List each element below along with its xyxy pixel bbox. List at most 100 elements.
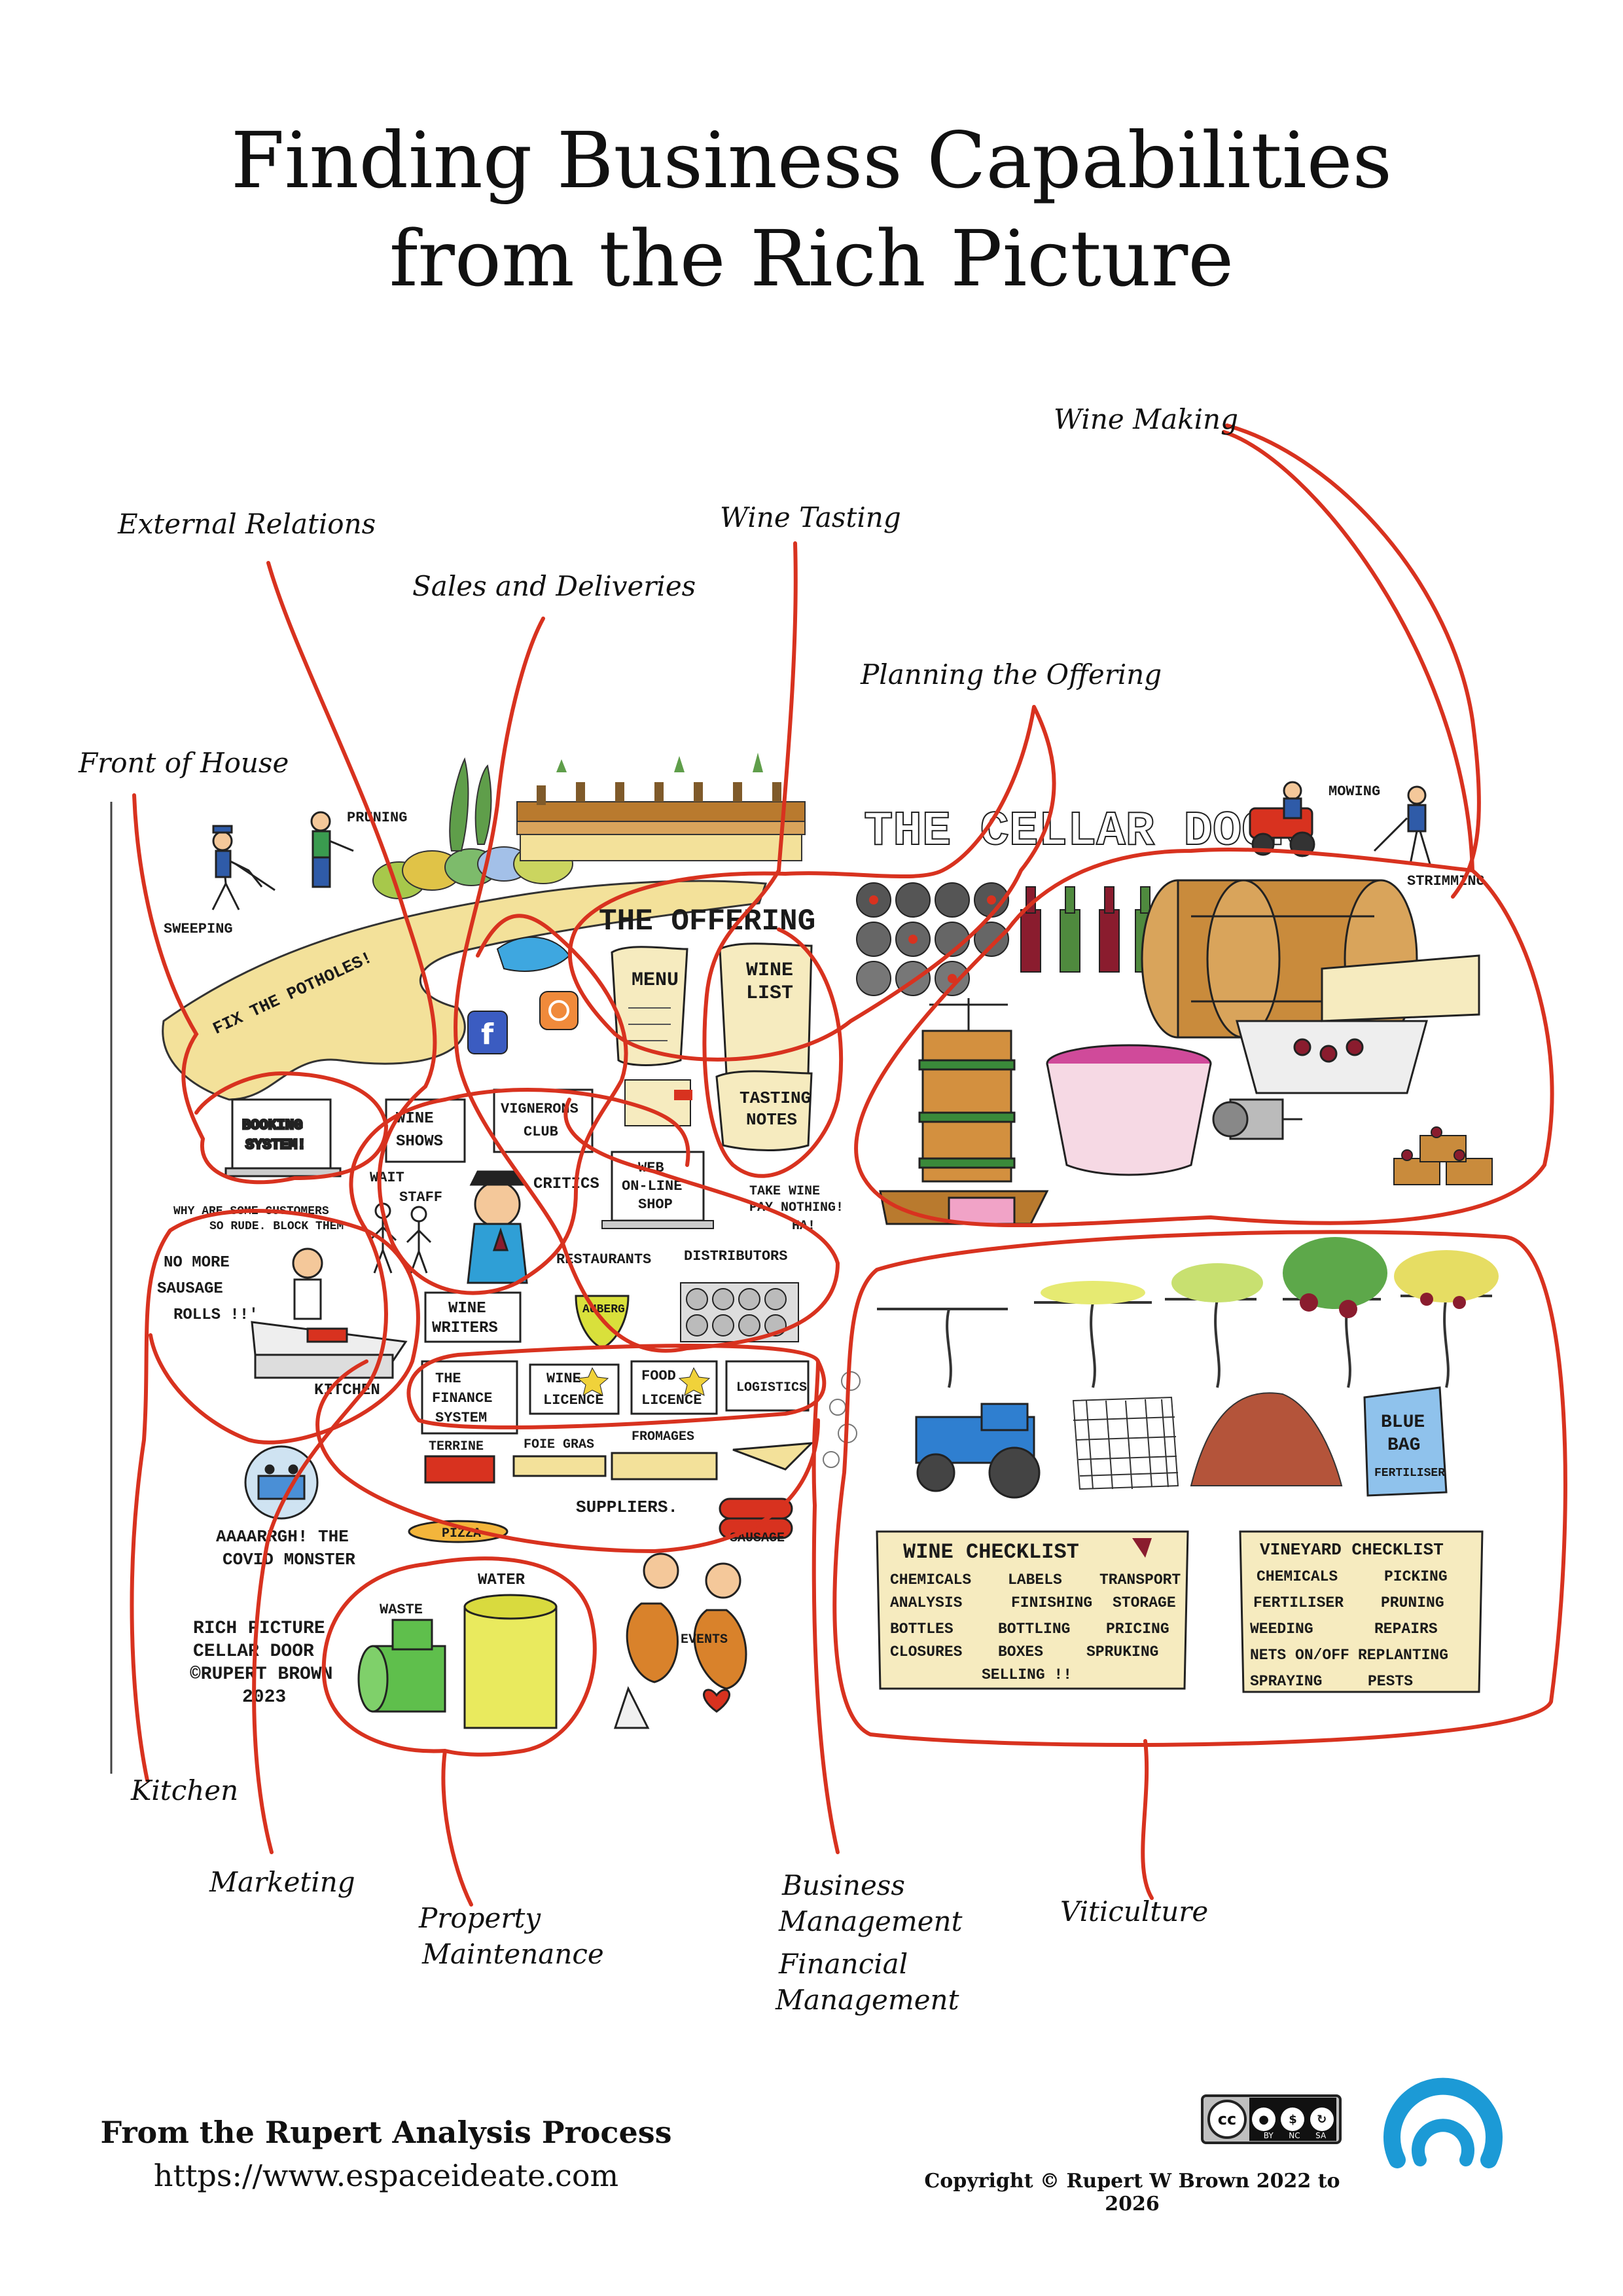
cc-by-label: BY — [1263, 2131, 1274, 2140]
event-musicians — [613, 1552, 747, 1729]
label-business-1: Business — [781, 1869, 905, 1901]
distributor-crates — [680, 1282, 799, 1342]
critic-figure — [467, 1170, 528, 1284]
wine-writers-sign: WINE WRITERS — [424, 1291, 522, 1343]
wine-glass-note — [624, 1079, 692, 1126]
web-shop-laptop: WEB ON-LINE SHOP — [601, 1151, 714, 1229]
label-front-of-house: Front of House — [78, 747, 289, 779]
water-tank — [463, 1594, 558, 1729]
strimmer-figure — [1373, 785, 1431, 865]
wine-licence-sign: WINE LICENCE — [529, 1363, 620, 1415]
page-title: Finding Business Capabilities from the R… — [0, 111, 1623, 308]
critics-label: CRITICS — [533, 1175, 599, 1193]
fromages-label: FROMAGES — [632, 1429, 694, 1444]
wine-tasting-boundary — [702, 541, 844, 1178]
blue-bag-label-1: BLUE — [1381, 1412, 1425, 1433]
pergola — [516, 753, 806, 861]
vignerons-label-2: CLUB — [524, 1124, 558, 1140]
waste-label: WASTE — [380, 1602, 423, 1618]
wine-checklist-title: WINE CHECKLIST — [903, 1540, 1079, 1564]
label-sales-deliveries: Sales and Deliveries — [412, 570, 696, 602]
finance-system-sign: THE FINANCE SYSTEM — [421, 1360, 518, 1435]
wine-check-item: BOXES — [998, 1643, 1043, 1660]
blue-bag-label-3: FERTILISER — [1374, 1467, 1445, 1480]
label-financial-1: Financial — [778, 1948, 908, 1980]
netting — [1072, 1396, 1179, 1490]
pizza-shape — [408, 1520, 508, 1543]
menu-label: MENU — [632, 969, 679, 992]
finance-label-2: FINANCE — [432, 1390, 492, 1407]
road-shape — [162, 880, 768, 1101]
vineyard-check-item: REPAIRS — [1374, 1621, 1438, 1638]
title-line-2: from the Rich Picture — [389, 213, 1234, 304]
tractor — [915, 1403, 1041, 1499]
kitchen-stove — [251, 1247, 408, 1379]
blue-bag: BLUE BAG FERTILISER — [1363, 1386, 1448, 1497]
logistics-sign: LOGISTICS — [725, 1360, 810, 1412]
hedge-bushes — [372, 757, 573, 899]
footer-source: From the Rupert Analysis Process https:/… — [92, 2111, 681, 2197]
wine-writers-label-1: WINE — [448, 1300, 486, 1318]
bottle-rack — [856, 882, 1009, 996]
wine-list-label-2: LIST — [746, 982, 793, 1005]
label-property-2: Maintenance — [421, 1938, 604, 1970]
web-shop-label-3: SHOP — [638, 1196, 673, 1213]
vat — [1046, 1044, 1212, 1176]
copyright-text: Copyright © Rupert W Brown 2022 to 2026 — [924, 2170, 1340, 2215]
label-marketing: Marketing — [209, 1866, 355, 1898]
sweeping-label: SWEEPING — [164, 921, 233, 937]
wine-check-item: SELLING !! — [982, 1666, 1072, 1683]
cc-sa-label: SA — [1315, 2131, 1327, 2140]
strimming-label: STRIMMING — [1407, 873, 1485, 889]
mower-figure — [1249, 781, 1315, 857]
vineyard-checklist-rows: CHEMICALS PICKING FERTILISER PRUNING WEE… — [1250, 1568, 1448, 1690]
illustration: FIX THE POTHOLES! — [110, 753, 1499, 1774]
vineyard-check-item: PICKING — [1384, 1568, 1448, 1585]
wine-check-item: CLOSURES — [890, 1643, 963, 1660]
tasting-notes-scroll: TASTING NOTES — [715, 1070, 813, 1151]
facebook-icon — [467, 1011, 508, 1054]
wine-writers-label-2: WRITERS — [432, 1319, 498, 1337]
aubergine-label: AUBERG — [582, 1303, 625, 1316]
tasting-notes-label-1: TASTING — [740, 1088, 811, 1108]
instagram-icon — [539, 991, 579, 1030]
pruning-label: PRUNING — [347, 810, 407, 826]
wine-check-item: FINISHING — [1011, 1594, 1092, 1611]
label-financial-2: Management — [775, 1984, 959, 2016]
food-licence-label-2: LICENCE — [641, 1392, 702, 1408]
credit-line-1: RICH PICTURE — [193, 1619, 325, 1639]
tasting-notes-label-2: NOTES — [746, 1110, 797, 1130]
pruner-figure — [310, 811, 354, 888]
capability-labels: Wine Making External Relations Wine Tast… — [78, 403, 1238, 2016]
vineyard-checklist-title: VINEYARD CHECKLIST — [1260, 1540, 1444, 1560]
cc-license-badge[interactable]: cc ● $ ↻ BY NC SA — [1201, 2094, 1342, 2144]
capability-boundaries — [130, 423, 1567, 1907]
wait-staff-label-2: STAFF — [399, 1189, 442, 1206]
blue-bag-label-2: BAG — [1387, 1435, 1420, 1456]
property-maintenance-boundary — [321, 1556, 597, 1907]
planning-offering-boundary — [567, 705, 1056, 1062]
label-wine-tasting: Wine Tasting — [720, 501, 901, 533]
sales-deliveries-boundary — [453, 617, 840, 1353]
covid-monster — [244, 1445, 319, 1520]
vignerons-club-sign: VIGNERONS CLUB — [493, 1088, 594, 1153]
wine-list-label-1: WINE — [746, 960, 793, 982]
cc-sa-icon: ↻ — [1310, 2108, 1334, 2131]
external-relations-boundary — [266, 561, 628, 1295]
credit-line-3: ©RUPERT BROWN — [190, 1664, 332, 1685]
sausage-label: SAUSAGE — [730, 1531, 785, 1546]
label-viticulture: Viticulture — [1060, 1895, 1208, 1928]
cc-by-icon: ● — [1252, 2108, 1276, 2131]
facebook-glyph: f — [481, 1018, 494, 1051]
web-shop-label-2: ON-LINE — [622, 1178, 682, 1194]
distributors-label: DISTRIBUTORS — [684, 1248, 787, 1265]
wine-check-item: BOTTLES — [890, 1621, 954, 1638]
cc-terms-icons: ● $ ↻ — [1249, 2098, 1336, 2141]
vineyard-check-item: FERTILISER — [1253, 1594, 1344, 1611]
food-licence-sign: FOOD LICENCE — [630, 1360, 718, 1415]
wine-shows-sign: WINE SHOWS — [385, 1098, 466, 1163]
footer-url-link[interactable]: https://www.espaceideate.com — [153, 2158, 619, 2193]
cc-icon: cc — [1207, 2100, 1247, 2139]
wine-licence-label-2: LICENCE — [543, 1392, 603, 1408]
